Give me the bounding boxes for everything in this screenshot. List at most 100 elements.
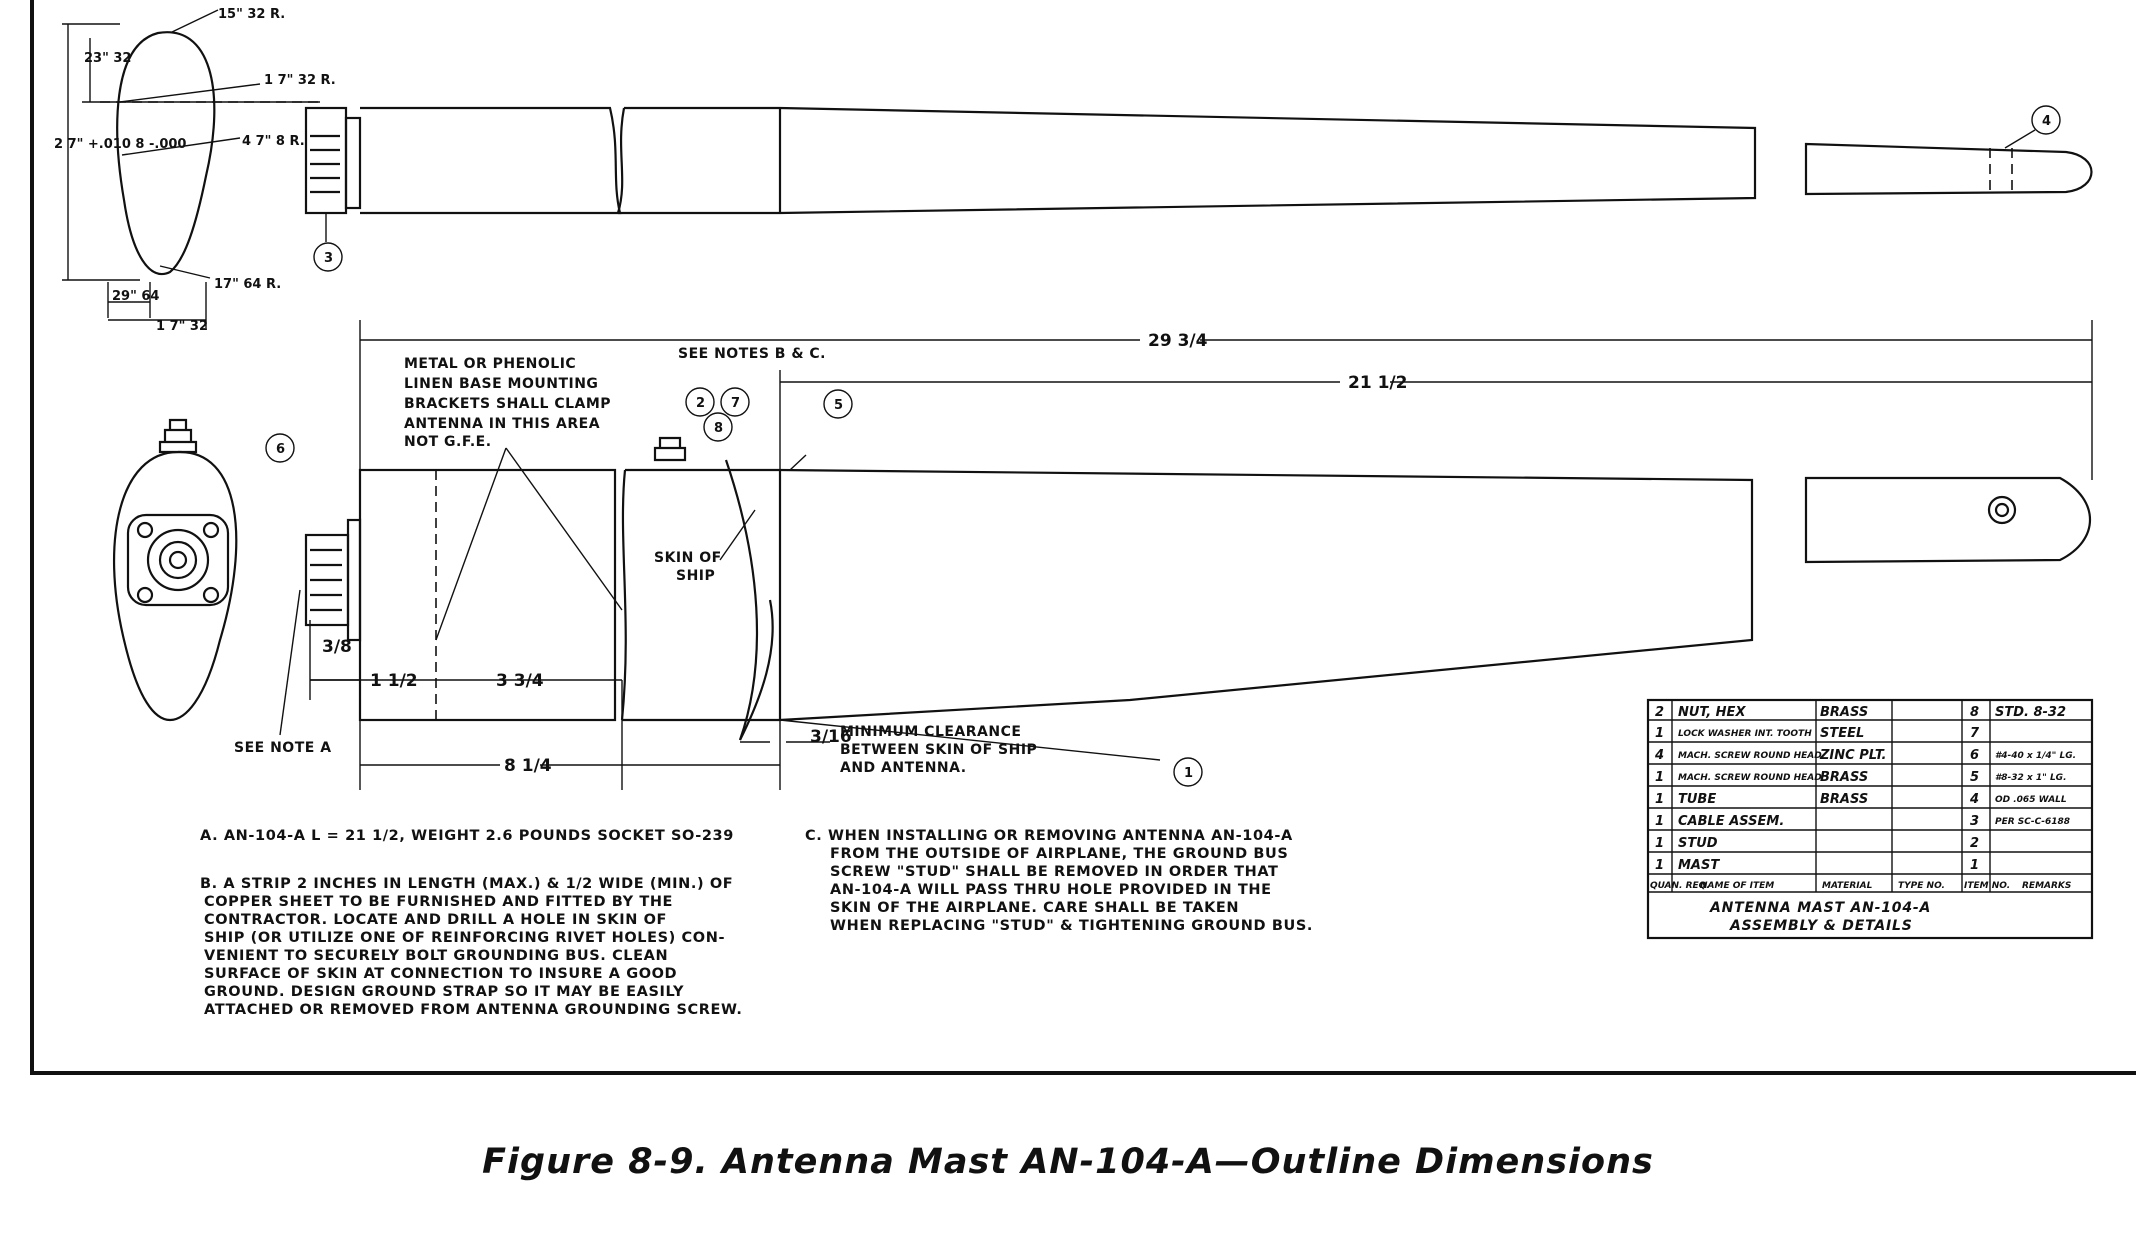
top-view-mast xyxy=(304,106,2093,242)
note-b-8: ATTACHED OR REMOVED FROM ANTENNA GROUNDI… xyxy=(204,1002,743,1018)
section-width-bottom-1: 29" 64 xyxy=(112,289,159,304)
note-c-3: SCREW "STUD" SHALL BE REMOVED IN ORDER T… xyxy=(830,864,1279,880)
clearance-line-2: BETWEEN SKIN OF SHIP xyxy=(840,742,1037,758)
note-b-2: COPPER SHEET TO BE FURNISHED AND FITTED … xyxy=(204,894,673,910)
dim-mast: 21 1/2 xyxy=(1348,373,1407,393)
note-b-3: CONTRACTOR. LOCATE AND DRILL A HOLE IN S… xyxy=(204,912,667,928)
row5-material: BRASS xyxy=(1820,792,1868,807)
row6-item: 3 xyxy=(1970,814,1979,829)
balloon-6: 6 xyxy=(276,442,285,457)
hdr-qty: QUAN. REQ. xyxy=(1650,881,1710,891)
note-c-1: C. WHEN INSTALLING OR REMOVING ANTENNA A… xyxy=(805,828,1293,844)
section-r2: 1 7" 32 R. xyxy=(264,73,336,88)
row8-qty: 1 xyxy=(1655,858,1664,873)
parts-table: 2 NUT, HEX BRASS 8 STD. 8-32 1 LOCK WASH… xyxy=(1646,698,2094,940)
hdr-item: ITEM NO. xyxy=(1964,881,2010,891)
balloon-8: 8 xyxy=(714,421,723,436)
dim-3-3-4: 3 3/4 xyxy=(496,671,544,691)
note-b-4: SHIP (OR UTILIZE ONE OF REINFORCING RIVE… xyxy=(204,930,725,946)
balloon-1: 1 xyxy=(1184,766,1193,781)
section-r1: 15" 32 R. xyxy=(218,7,285,22)
row3-name: MACH. SCREW ROUND HEAD xyxy=(1678,751,1822,761)
dim-3-16: 3/16 xyxy=(810,727,852,747)
row5-name: TUBE xyxy=(1678,792,1716,807)
bracket-note-line-3: BRACKETS SHALL CLAMP xyxy=(404,396,611,412)
row4-name: MACH. SCREW ROUND HEAD xyxy=(1678,773,1822,783)
row4-spec: #8-32 x 1" LG. xyxy=(1995,773,2066,783)
row3-spec: #4-40 x 1/4" LG. xyxy=(1995,751,2076,761)
row2-item: 7 xyxy=(1970,726,1980,741)
row4-qty: 1 xyxy=(1655,770,1664,785)
section-width-top: 23" 32 xyxy=(84,51,131,66)
table-title-1: ANTENNA MAST AN-104-A xyxy=(1709,900,1931,916)
row6-name: CABLE ASSEM. xyxy=(1678,814,1784,829)
clearance-line-3: AND ANTENNA. xyxy=(840,760,967,776)
row5-item: 4 xyxy=(1969,792,1979,807)
hdr-name: NAME OF ITEM xyxy=(1700,881,1774,891)
row3-material: ZINC PLT. xyxy=(1819,748,1886,763)
bracket-note-line-4: ANTENNA IN THIS AREA xyxy=(404,416,600,432)
section-view: 15" 32 R. 1 7" 32 R. 4 7" 8 R. 17" 64 R.… xyxy=(54,7,336,334)
row6-spec: PER SC-C-6188 xyxy=(1995,817,2070,827)
section-r3: 4 7" 8 R. xyxy=(242,134,305,149)
note-c-4: AN-104-A WILL PASS THRU HOLE PROVIDED IN… xyxy=(830,882,1272,898)
row1-name: NUT, HEX xyxy=(1678,705,1746,720)
note-c-6: WHEN REPLACING "STUD" & TIGHTENING GROUN… xyxy=(830,918,1313,934)
section-r4: 17" 64 R. xyxy=(214,277,281,292)
note-c-2: FROM THE OUTSIDE OF AIRPLANE, THE GROUND… xyxy=(830,846,1288,862)
row5-spec: OD .065 WALL xyxy=(1995,795,2067,805)
item-balloons: 1 2 3 4 5 6 7 8 xyxy=(265,105,2061,787)
row2-material: STEEL xyxy=(1820,726,1864,741)
table-title-2: ASSEMBLY & DETAILS xyxy=(1729,918,1913,934)
row5-qty: 1 xyxy=(1655,792,1664,807)
bracket-note-line-2: LINEN BASE MOUNTING xyxy=(404,376,598,392)
bracket-note-line-5: NOT G.F.E. xyxy=(404,434,492,450)
row1-spec: STD. 8-32 xyxy=(1995,705,2066,720)
dim-8-1-4: 8 1/4 xyxy=(504,756,552,776)
dimension-lines xyxy=(279,320,2093,790)
row2-name: LOCK WASHER INT. TOOTH xyxy=(1678,729,1812,739)
balloon-4: 4 xyxy=(2042,114,2051,129)
row8-name: MAST xyxy=(1678,858,1720,873)
side-view-mast xyxy=(304,436,2092,741)
note-b-1: B. A STRIP 2 INCHES IN LENGTH (MAX.) & 1… xyxy=(200,876,733,892)
section-height: 2 7" +.010 8 -.000 xyxy=(54,137,186,152)
bracket-note-line-1: METAL OR PHENOLIC xyxy=(404,356,576,372)
section-width-bottom-2: 1 7" 32 xyxy=(156,319,208,334)
note-b-6: SURFACE OF SKIN AT CONNECTION TO INSURE … xyxy=(204,966,677,982)
hdr-type: TYPE NO. xyxy=(1898,881,1945,891)
see-notes-bc: SEE NOTES B & C. xyxy=(678,346,826,362)
dim-3-8: 3/8 xyxy=(322,637,352,657)
row7-name: STUD xyxy=(1678,836,1718,851)
balloon-2: 2 xyxy=(696,396,705,411)
row1-item: 8 xyxy=(1970,705,1979,720)
see-note-a: SEE NOTE A xyxy=(234,740,332,756)
row4-material: BRASS xyxy=(1820,770,1868,785)
hdr-remarks: REMARKS xyxy=(2022,881,2071,891)
drawing-frame xyxy=(30,0,2136,1075)
balloon-5: 5 xyxy=(834,398,843,413)
row8-item: 1 xyxy=(1970,858,1979,873)
clearance-line-1: MINIMUM CLEARANCE xyxy=(840,724,1021,740)
note-c-5: SKIN OF THE AIRPLANE. CARE SHALL BE TAKE… xyxy=(830,900,1239,916)
base-front-view xyxy=(113,418,238,722)
row7-qty: 1 xyxy=(1655,836,1664,851)
skin-of-ship-1: SKIN OF xyxy=(654,550,722,566)
row7-item: 2 xyxy=(1970,836,1979,851)
row6-qty: 1 xyxy=(1655,814,1664,829)
row3-qty: 4 xyxy=(1654,748,1664,763)
hdr-material: MATERIAL xyxy=(1822,881,1873,891)
note-b-5: VENIENT TO SECURELY BOLT GROUNDING BUS. … xyxy=(204,948,668,964)
row1-material: BRASS xyxy=(1820,705,1868,720)
dim-overall: 29 3/4 xyxy=(1148,331,1208,351)
row3-item: 6 xyxy=(1970,748,1979,763)
row1-qty: 2 xyxy=(1655,705,1664,720)
row2-qty: 1 xyxy=(1655,726,1664,741)
balloon-3: 3 xyxy=(324,251,333,266)
row4-item: 5 xyxy=(1970,770,1979,785)
dim-1-1-2: 1 1/2 xyxy=(370,671,418,691)
balloon-7: 7 xyxy=(731,396,740,411)
figure-caption: Figure 8-9. Antenna Mast AN-104-A—Outlin… xyxy=(482,1142,1654,1182)
note-a: A. AN-104-A L = 21 1/2, WEIGHT 2.6 POUND… xyxy=(200,828,734,844)
